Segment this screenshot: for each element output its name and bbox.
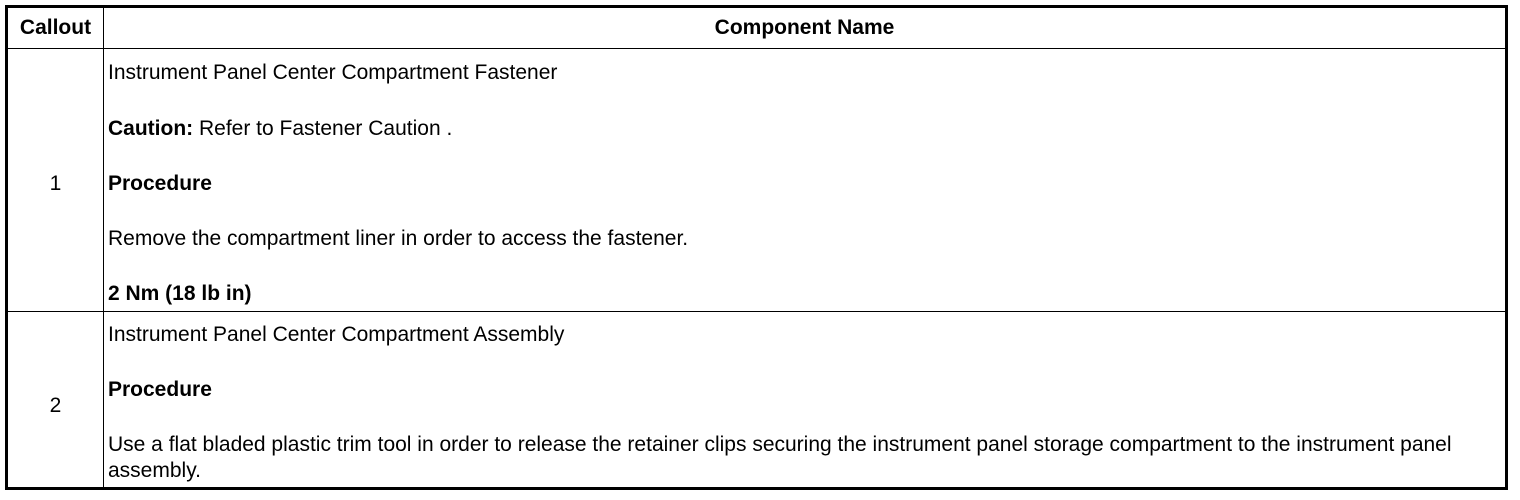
- row-2-content: Instrument Panel Center Compartment Asse…: [108, 322, 1485, 484]
- header-divider: [8, 48, 1505, 49]
- row-2-callout: 2: [49, 394, 62, 417]
- row-1-procedure-label: Procedure: [108, 172, 212, 195]
- row-divider: [8, 311, 1505, 312]
- row-1-callout: 1: [49, 172, 62, 195]
- component-table: Callout Component Name 1 Instrument Pane…: [5, 5, 1508, 490]
- row-1-component-name: Instrument Panel Center Compartment Fast…: [108, 61, 558, 84]
- row-1-torque: 2 Nm (18 lb in): [108, 282, 252, 305]
- row-1-procedure-text: Remove the compartment liner in order to…: [108, 227, 689, 250]
- caution-label: Caution:: [108, 117, 194, 140]
- row-2-component-name: Instrument Panel Center Compartment Asse…: [108, 323, 565, 346]
- caution-text: Refer to Fastener Caution .: [199, 117, 453, 140]
- row-2-procedure-label: Procedure: [108, 378, 212, 401]
- row-2-procedure-text: Use a flat bladed plastic trim tool in o…: [108, 433, 1452, 482]
- header-component-name: Component Name: [714, 16, 895, 39]
- row-1-caution: Caution: Refer to Fastener Caution .: [108, 116, 1485, 142]
- column-divider: [103, 8, 104, 487]
- row-1-content: Instrument Panel Center Compartment Fast…: [108, 60, 1485, 307]
- header-callout: Callout: [19, 16, 92, 39]
